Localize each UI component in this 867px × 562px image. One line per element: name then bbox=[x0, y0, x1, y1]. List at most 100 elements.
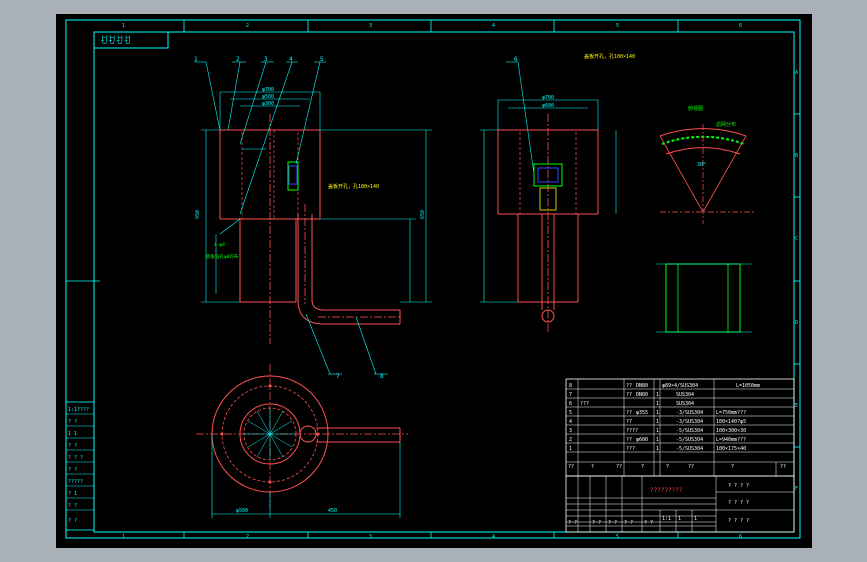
corner-tag: ꀀꀀꀀꀀ bbox=[100, 35, 131, 47]
section-title: 俯视图 bbox=[688, 105, 703, 112]
svg-text:1: 1 bbox=[656, 401, 659, 407]
svg-text:SUS304: SUS304 bbox=[676, 401, 694, 407]
svg-text:DN80: DN80 bbox=[636, 383, 648, 389]
balloon-5: 5 bbox=[320, 56, 324, 63]
row-a: A bbox=[795, 70, 798, 76]
svg-text:6: 6 bbox=[569, 401, 572, 407]
cad-drawing: 1 2 3 4 5 6 1 2 3 4 5 6 A B C D E F ꀀꀀꀀꀀ bbox=[65, 19, 801, 540]
svg-text:φ600: φ600 bbox=[636, 437, 648, 443]
balloon-2: 2 bbox=[236, 56, 240, 63]
side-dim-top: φ700 bbox=[542, 95, 554, 101]
title-block: ????????? ? ? ? ? ? ? ? ? ? ? ? ? ? ? ? … bbox=[565, 475, 795, 533]
svg-text:1: 1 bbox=[656, 410, 659, 416]
left-note2: 底板钻孔φ8均布 bbox=[206, 253, 239, 260]
cad-viewport[interactable]: 1 2 3 4 5 6 1 2 3 4 5 6 A B C D E F ꀀꀀꀀꀀ bbox=[56, 14, 812, 548]
svg-text:????: ???? bbox=[626, 428, 638, 434]
svg-text:SUS304: SUS304 bbox=[676, 392, 694, 398]
svg-text:?: ? bbox=[641, 464, 644, 470]
col-3: 3 bbox=[369, 23, 372, 29]
svg-text:1: 1 bbox=[656, 428, 659, 434]
svg-text:1 1: 1 1 bbox=[68, 431, 77, 437]
svg-text:DN80: DN80 bbox=[636, 392, 648, 398]
svg-text:-3/SUS304: -3/SUS304 bbox=[676, 419, 703, 425]
balloon-7: 7 bbox=[336, 373, 340, 380]
balloon-4: 4 bbox=[289, 56, 293, 63]
side-note: 盖板开孔，孔100×140 bbox=[584, 53, 635, 60]
side-dim-mid: φ600 bbox=[542, 103, 554, 109]
dim-top1: φ700 bbox=[262, 87, 274, 93]
svg-text:? ? ? ?: ? ? ? ? bbox=[728, 483, 749, 489]
plan-dim-bottom: φ500 bbox=[236, 508, 248, 514]
col-4b: 4 bbox=[492, 534, 495, 540]
svg-text:1:1: 1:1 bbox=[662, 516, 671, 522]
svg-text:? ?: ? ? bbox=[68, 443, 77, 449]
svg-text:? ?: ? ? bbox=[68, 503, 77, 509]
leader-lines bbox=[194, 61, 535, 375]
svg-text:φ89×4/SUS304: φ89×4/SUS304 bbox=[662, 383, 698, 389]
col-6: 6 bbox=[739, 23, 742, 29]
row-f: F bbox=[795, 486, 798, 492]
bom-table: 8 7 6 5 4 3 2 1 ?? ?? ??? ?? ?? ???? ?? … bbox=[565, 378, 795, 477]
svg-text:7: 7 bbox=[569, 392, 572, 398]
front-note: 盖板开孔，孔100×140 bbox=[328, 183, 379, 190]
svg-text:1: 1 bbox=[656, 446, 659, 452]
svg-text:100×300×30: 100×300×30 bbox=[716, 428, 746, 434]
svg-text:? ? ?: ? ? ? bbox=[68, 455, 83, 461]
column-markers: 1 2 3 4 5 6 1 2 3 4 5 6 bbox=[122, 23, 742, 540]
svg-text:?????: ????? bbox=[68, 479, 83, 485]
col-1: 1 bbox=[122, 23, 125, 29]
angle-dim: 30° bbox=[697, 162, 706, 168]
row-markers: A B C D E F bbox=[795, 70, 798, 492]
section-note: 滤网分布 bbox=[716, 121, 736, 128]
corner-tag-box bbox=[93, 31, 169, 49]
balloon-3: 3 bbox=[264, 56, 268, 63]
plan-dim-right: 450 bbox=[328, 508, 337, 514]
svg-text:??: ?? bbox=[626, 419, 632, 425]
col-4: 4 bbox=[492, 23, 495, 29]
svg-text:??: ?? bbox=[616, 464, 622, 470]
front-view: φ700 φ500 φ300 950 650 盖板开孔，孔100×140 4-φ… bbox=[195, 87, 432, 344]
svg-text:1:1????: 1:1???? bbox=[68, 407, 89, 413]
svg-text:2: 2 bbox=[569, 437, 572, 443]
svg-text:1: 1 bbox=[569, 446, 572, 452]
svg-text:?: ? bbox=[731, 464, 734, 470]
col-5b: 5 bbox=[616, 534, 619, 540]
svg-text:1: 1 bbox=[678, 516, 681, 522]
svg-text:-5/SUS304: -5/SUS304 bbox=[676, 446, 703, 452]
svg-text:?: ? bbox=[591, 464, 594, 470]
svg-text:? ?: ? ? bbox=[624, 520, 633, 526]
svg-text:L=940mm???: L=940mm??? bbox=[716, 437, 746, 443]
svg-text:??: ?? bbox=[568, 464, 574, 470]
svg-text:? 1: ? 1 bbox=[68, 491, 77, 497]
inner-frame bbox=[93, 31, 795, 533]
svg-text:3: 3 bbox=[569, 428, 572, 434]
col-2b: 2 bbox=[246, 534, 249, 540]
svg-text:4: 4 bbox=[569, 419, 572, 425]
svg-text:1: 1 bbox=[656, 437, 659, 443]
svg-text:??: ?? bbox=[626, 392, 632, 398]
svg-text:?: ? bbox=[666, 464, 669, 470]
svg-text:???: ??? bbox=[580, 401, 589, 407]
svg-text:L=750mm???: L=750mm??? bbox=[716, 410, 746, 416]
svg-text:1: 1 bbox=[694, 516, 697, 522]
svg-text:100×175×40: 100×175×40 bbox=[716, 446, 746, 452]
left-note1: 4-φ8 bbox=[214, 242, 225, 248]
row-c: C bbox=[795, 236, 798, 242]
col-6b: 6 bbox=[739, 534, 742, 540]
svg-text:? ?: ? ? bbox=[608, 520, 617, 526]
svg-text:???: ??? bbox=[626, 446, 635, 452]
plan-view: φ500 450 bbox=[196, 364, 408, 518]
svg-text:??: ?? bbox=[626, 410, 632, 416]
svg-text:5: 5 bbox=[569, 410, 572, 416]
svg-text:1: 1 bbox=[656, 419, 659, 425]
dim-height-right: 650 bbox=[420, 210, 426, 219]
dim-top2: φ500 bbox=[262, 94, 274, 100]
svg-text:??: ?? bbox=[626, 437, 632, 443]
balloon-1: 1 bbox=[194, 56, 198, 63]
svg-text:L=1050mm: L=1050mm bbox=[736, 383, 760, 389]
svg-text:? ?: ? ? bbox=[68, 518, 77, 524]
svg-text:? ? ? ?: ? ? ? ? bbox=[728, 518, 749, 524]
svg-text:100×140?φ5: 100×140?φ5 bbox=[716, 419, 746, 425]
svg-text:??: ?? bbox=[780, 464, 786, 470]
row-d: D bbox=[795, 320, 798, 326]
